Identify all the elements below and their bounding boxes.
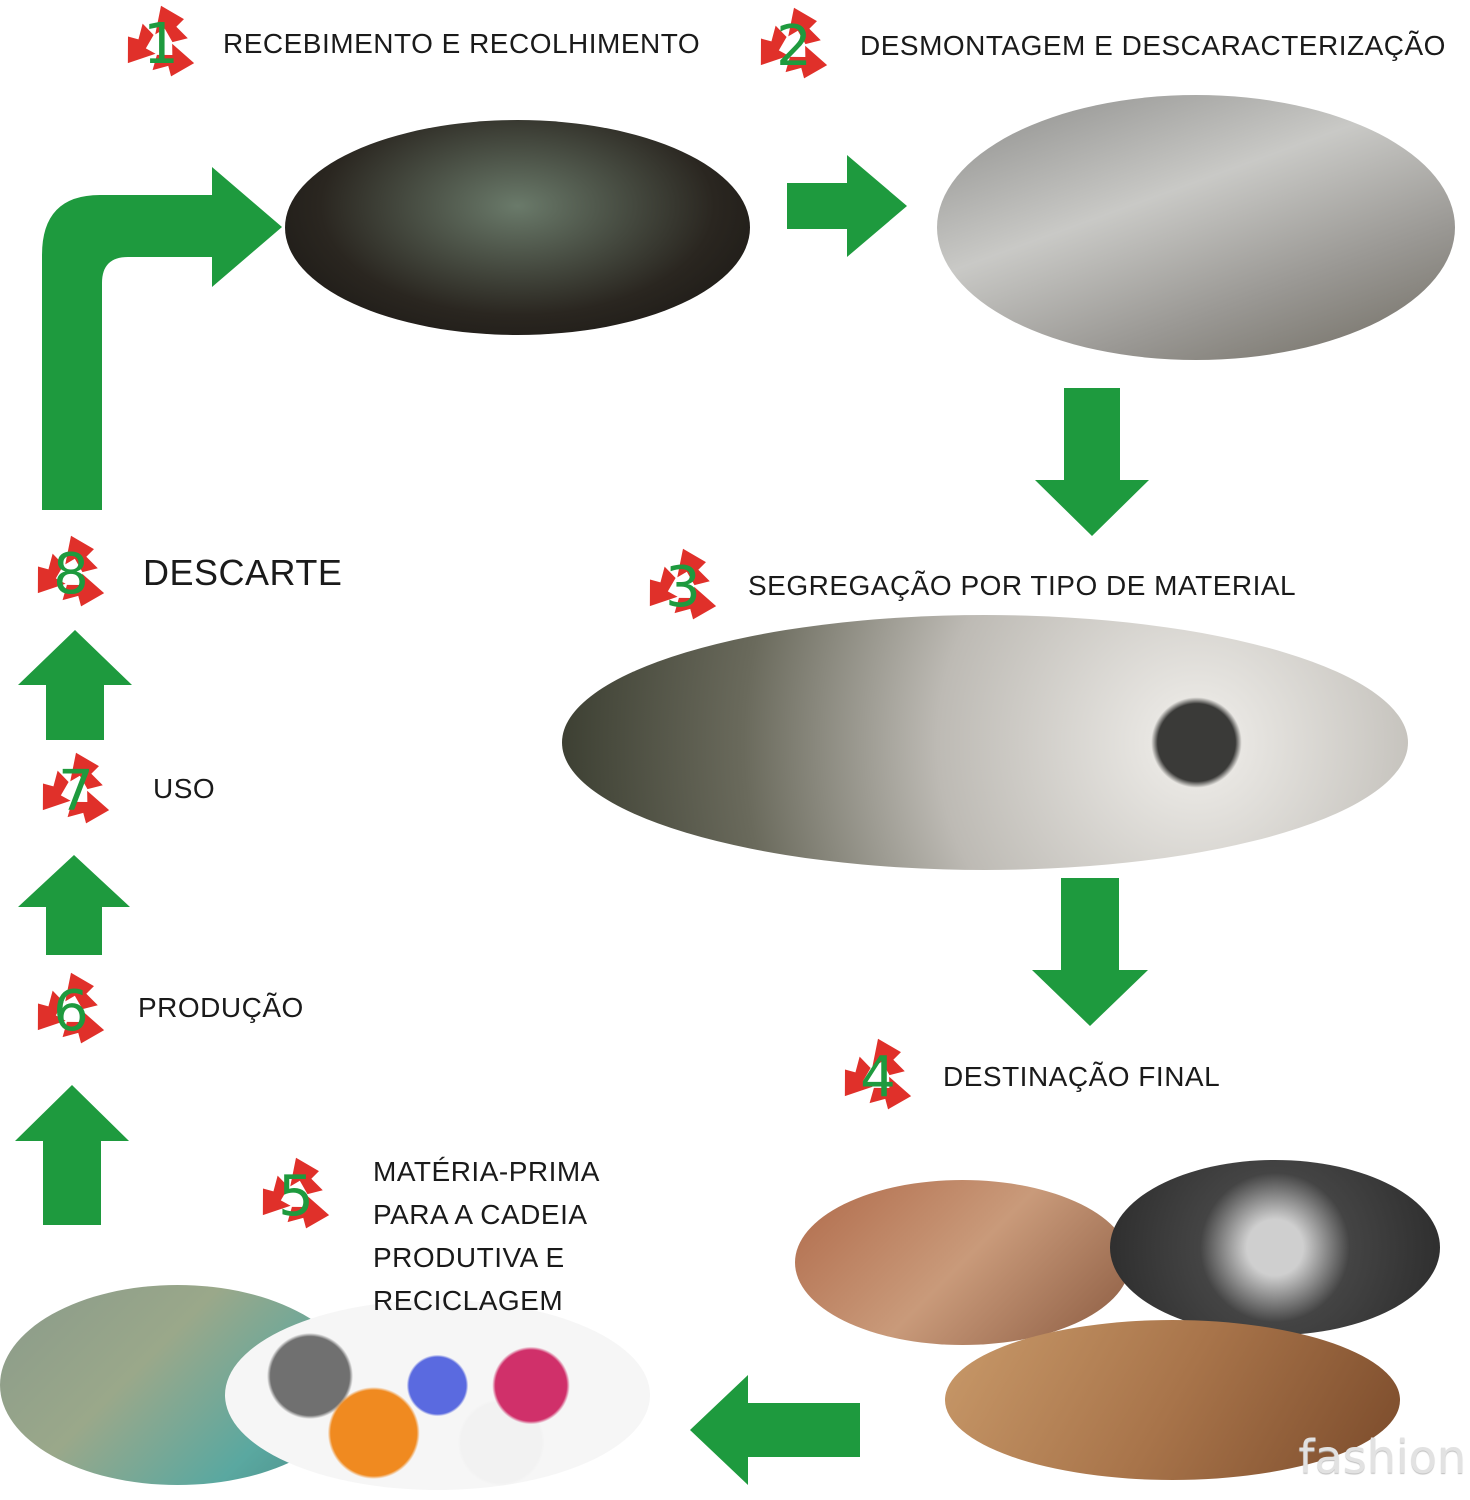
step-1-label: RECEBIMENTO E RECOLHIMENTO: [223, 28, 701, 59]
step-number: 7: [58, 758, 94, 824]
recycle-icon-step-6: 6: [24, 967, 117, 1055]
recycle-icon-step-1: 1: [114, 0, 207, 88]
step-number: 8: [53, 541, 89, 607]
arrow-up: [18, 630, 132, 740]
step-5-label: MATÉRIA-PRIMA PARA A CADEIA PRODUTIVA E …: [373, 1150, 600, 1322]
step-number: 2: [776, 13, 812, 79]
arrow-down: [1035, 388, 1149, 536]
step-number: 4: [860, 1044, 896, 1110]
watermark-logo: fashion: [1298, 1430, 1466, 1484]
arrow-down: [1032, 878, 1148, 1026]
recycle-icon-step-3: 3: [636, 543, 729, 631]
step-number: 3: [665, 554, 701, 620]
recycle-icon-step-4: 4: [831, 1033, 924, 1121]
step-5-label-line: PARA A CADEIA: [373, 1199, 588, 1230]
recycle-icon-step-8: 8: [24, 530, 117, 618]
arrow-right: [787, 155, 907, 257]
step-number: 1: [143, 11, 179, 77]
step-8-label: DESCARTE: [143, 552, 343, 593]
step-5-label-line: RECICLAGEM: [373, 1285, 564, 1316]
recycle-icon-step-7: 7: [29, 747, 122, 835]
step-number: 5: [278, 1163, 314, 1229]
step-6-label: PRODUÇÃO: [138, 992, 304, 1023]
photo-computer-disassembly: [937, 95, 1455, 360]
photo-material-segregation: [562, 615, 1408, 870]
step-5-label-line: MATÉRIA-PRIMA: [373, 1156, 600, 1187]
photo-tiles: [795, 1180, 1130, 1345]
arrow-return-to-step-1: [42, 167, 282, 510]
step-3-label: SEGREGAÇÃO POR TIPO DE MATERIAL: [748, 570, 1297, 601]
arrow-left: [690, 1375, 860, 1485]
step-number: 6: [53, 978, 89, 1044]
photo-tools: [945, 1320, 1400, 1480]
step-4-label: DESTINAÇÃO FINAL: [943, 1061, 1221, 1092]
step-7-label: USO: [153, 773, 216, 804]
arrow-up: [18, 855, 130, 955]
photo-melted-board: [1110, 1160, 1440, 1335]
photo-colored-pellets: [225, 1300, 650, 1490]
step-5-label-line: PRODUTIVA E: [373, 1242, 565, 1273]
arrow-up: [15, 1085, 129, 1225]
photo-collection-worker-tvs: [285, 120, 750, 335]
recycle-icon-step-2: 2: [747, 2, 840, 90]
step-2-label: DESMONTAGEM E DESCARACTERIZAÇÃO: [860, 30, 1446, 61]
recycle-icon-step-5: 5: [249, 1152, 342, 1240]
